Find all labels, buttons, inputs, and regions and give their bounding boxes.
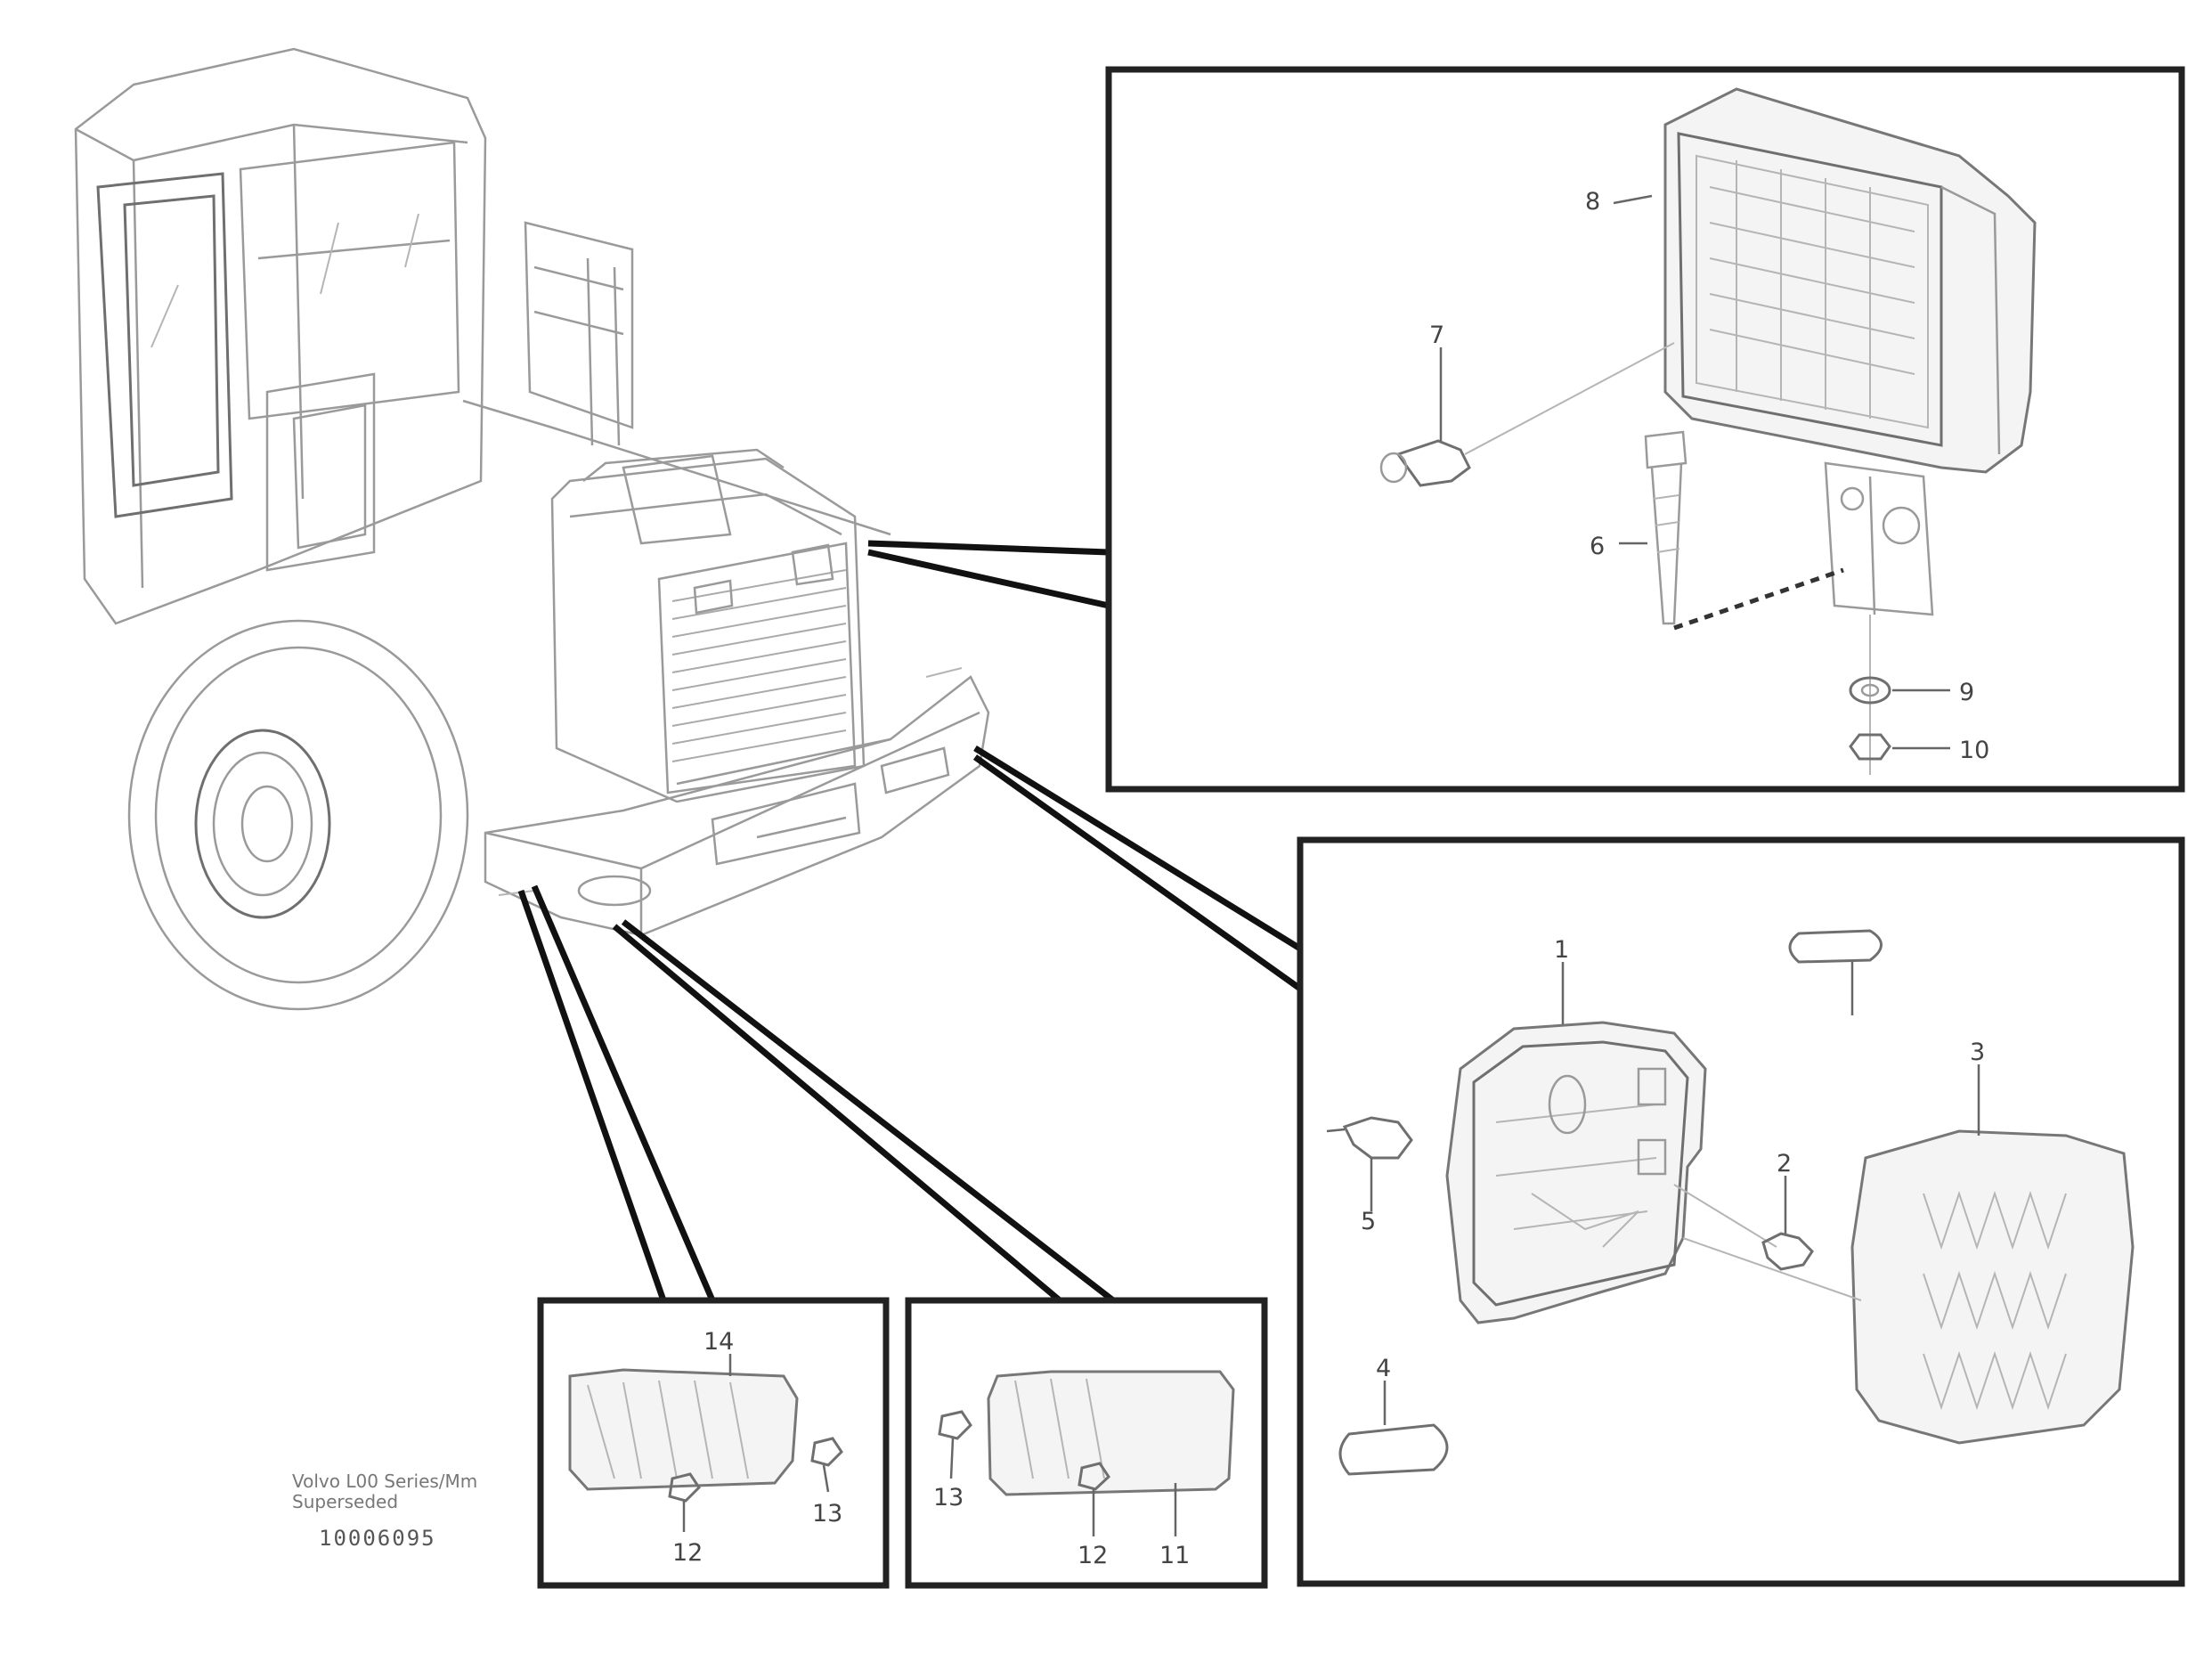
label-1: 1: [1554, 936, 1569, 964]
label-5: 5: [1361, 1208, 1376, 1235]
label-2: 2: [1777, 1150, 1792, 1177]
wheel-tire: [127, 619, 469, 1011]
wheel-rim: [194, 729, 331, 919]
label-12-left: 12: [672, 1539, 703, 1567]
drawing-id: 10006095: [319, 1526, 436, 1551]
caption-line-2: Superseded: [292, 1491, 398, 1512]
label-8: 8: [1585, 188, 1600, 216]
marker-lamp-mid-frame: [905, 1297, 1268, 1589]
label-14: 14: [703, 1328, 734, 1356]
radiator-grille: [671, 569, 847, 762]
tail-lamp-detail: 1 3 2 5 4: [1297, 836, 2185, 1587]
label-13-mid: 13: [933, 1484, 964, 1511]
label-3: 3: [1970, 1039, 1985, 1066]
label-10: 10: [1959, 737, 1989, 764]
wheel-loader-drawing: [74, 47, 990, 1011]
marker-lamp-left-detail: 14 13 12: [537, 1297, 890, 1589]
label-11: 11: [1159, 1542, 1190, 1569]
marker-lamp-mid-detail: 13 12 11: [905, 1297, 1268, 1589]
label-7: 7: [1429, 322, 1444, 349]
label-13-left: 13: [812, 1500, 842, 1528]
label-4: 4: [1376, 1355, 1391, 1382]
work-lamp-frame: [1105, 66, 2185, 793]
label-6: 6: [1590, 533, 1605, 560]
tail-lamp-frame: [1297, 836, 2185, 1587]
drawing-caption: Volvo L00 Series/Mm Superseded 10006095: [292, 1471, 477, 1551]
caption-line-1: Volvo L00 Series/Mm: [292, 1471, 477, 1492]
label-12-mid: 12: [1078, 1542, 1108, 1569]
marker-lamp-left-frame: [537, 1297, 890, 1589]
callout-lead-lines: [517, 540, 1303, 1303]
work-lamp-detail: 8 7 6 9 10: [1105, 66, 2185, 793]
label-9: 9: [1959, 679, 1974, 706]
